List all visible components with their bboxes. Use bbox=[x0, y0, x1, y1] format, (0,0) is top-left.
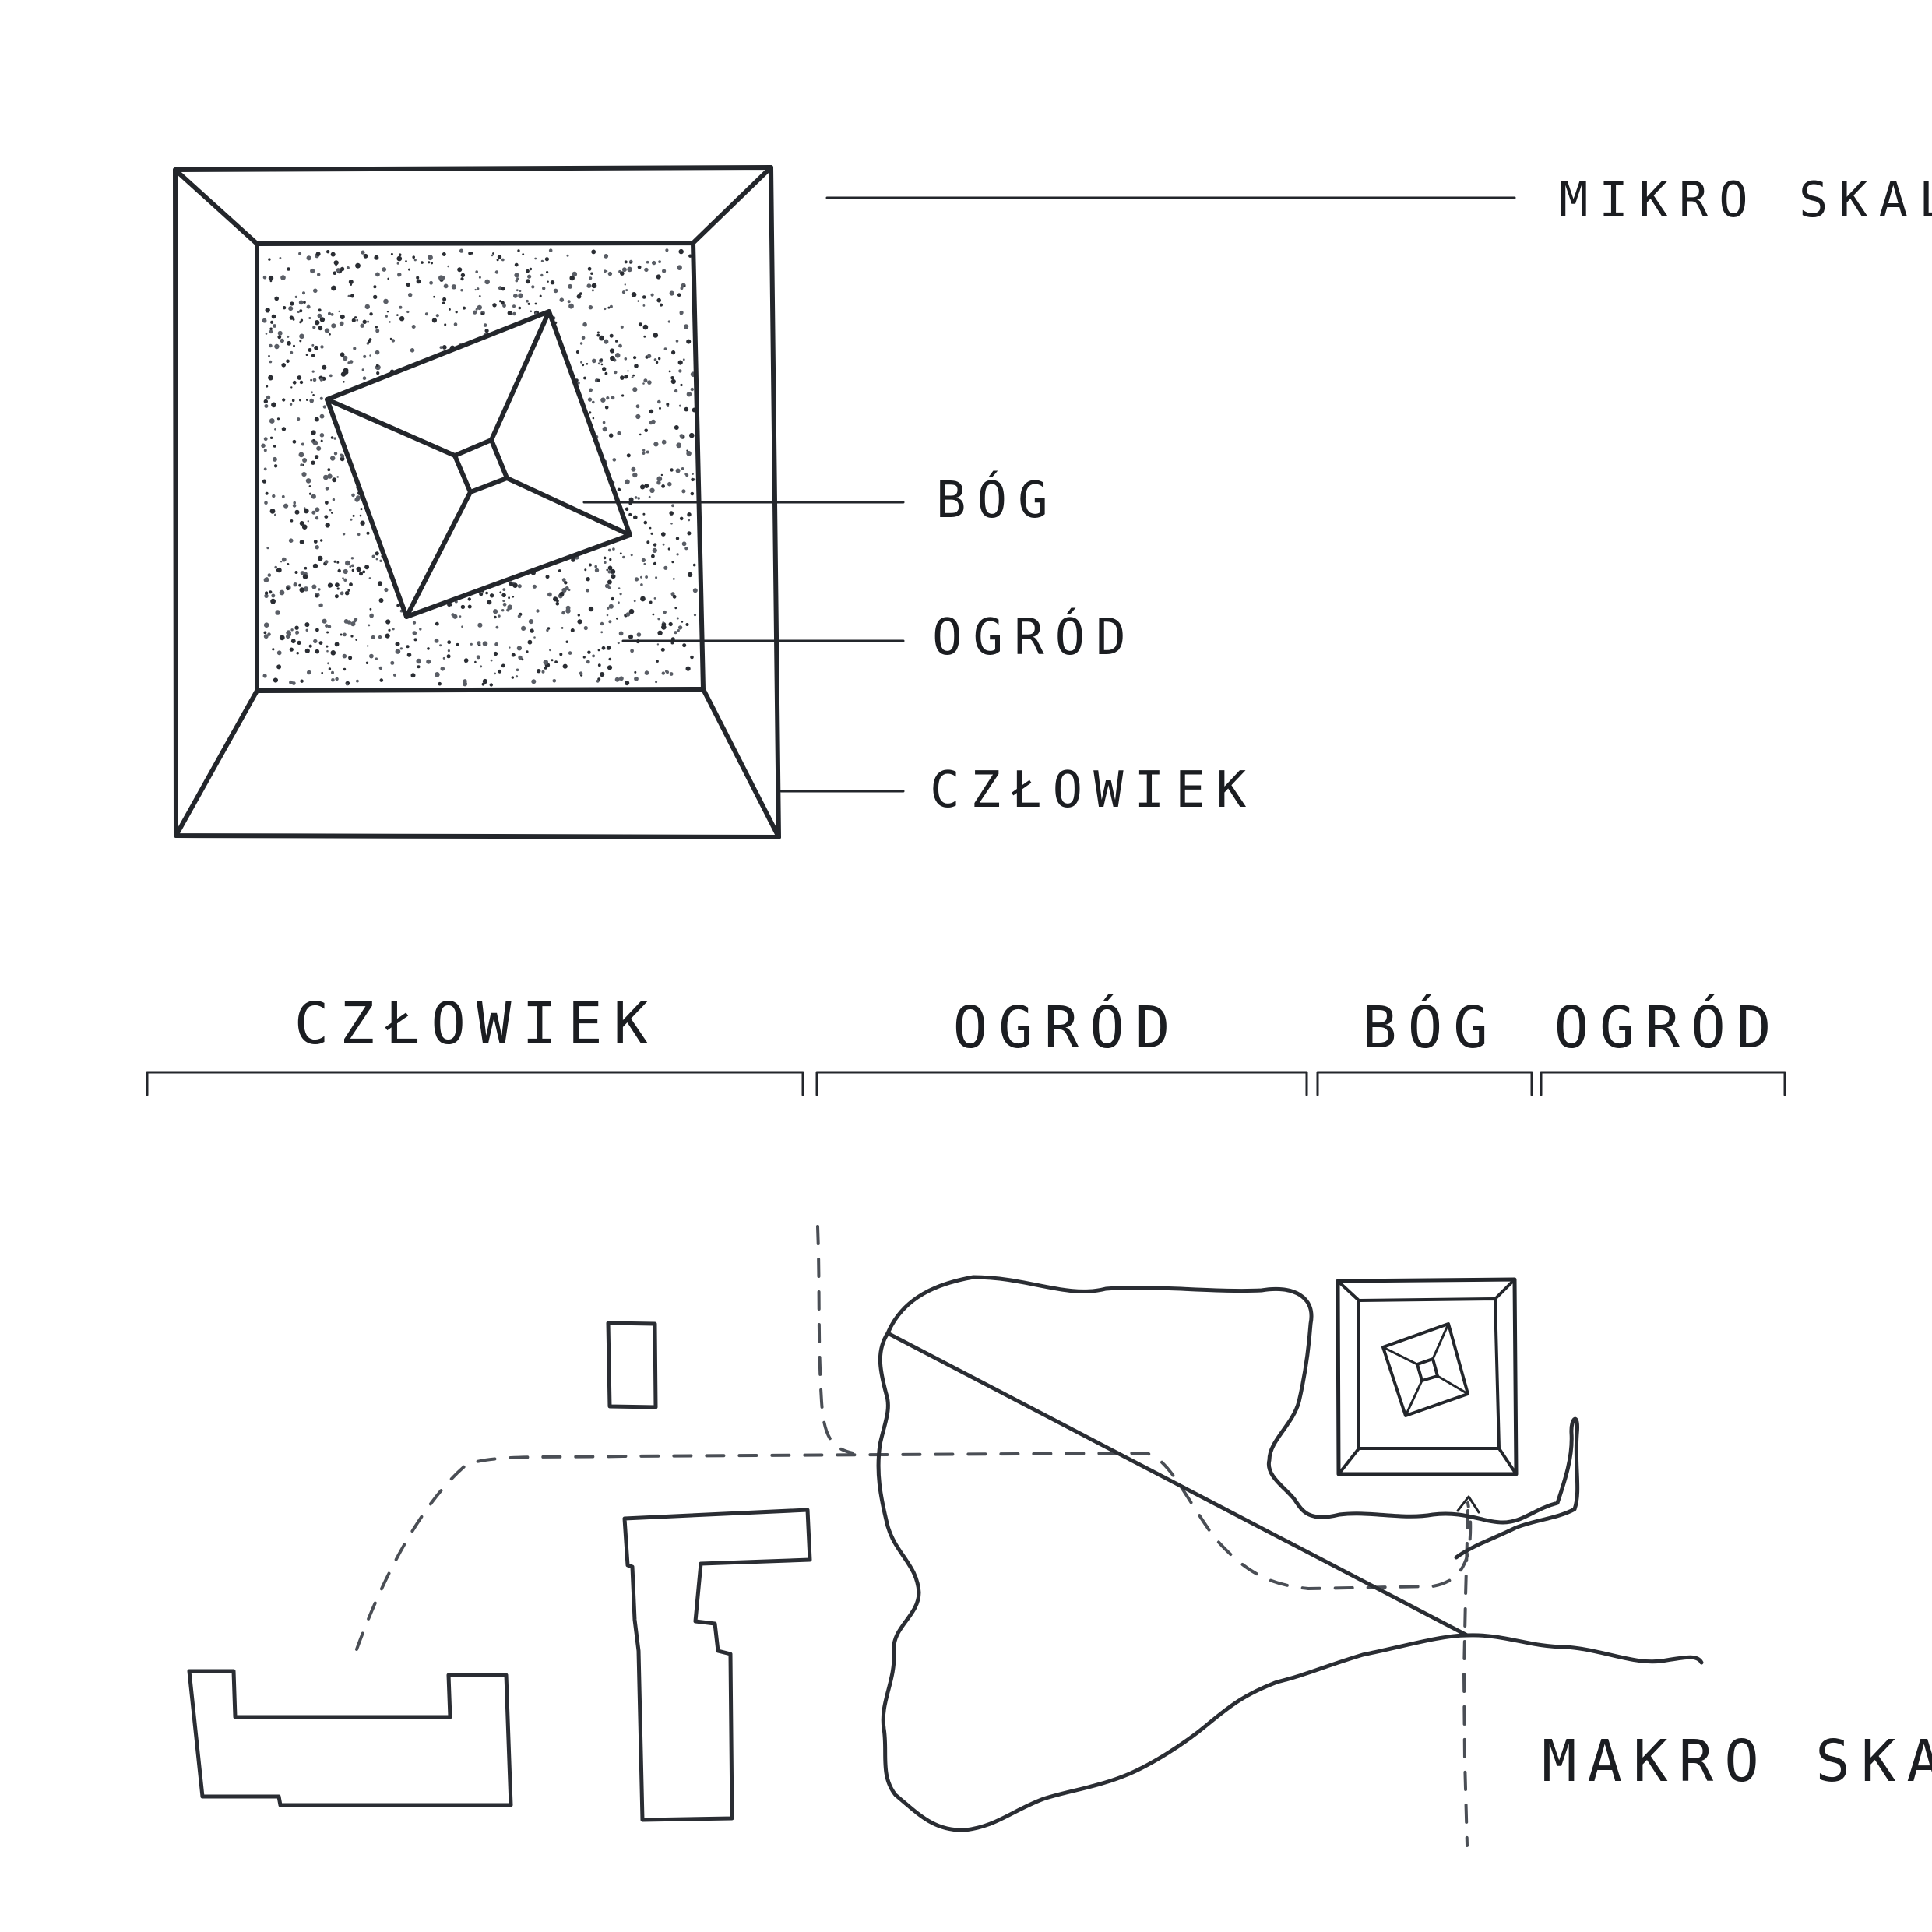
building-small bbox=[606, 1321, 658, 1409]
scale-bar: CZŁOWIEK OGRÓD BÓG OGRÓD bbox=[146, 991, 1786, 1096]
garden-stipple bbox=[261, 248, 698, 687]
arrowhead bbox=[1456, 1495, 1480, 1514]
macro-scale-title: MAKRO SKALA bbox=[1542, 1728, 1932, 1795]
temple-miniature bbox=[1336, 1277, 1519, 1476]
scale-bracket-man bbox=[146, 1071, 804, 1096]
scale-segment-label-garden: OGRÓD bbox=[953, 993, 1181, 1061]
scale-bracket-garden-2 bbox=[1540, 1071, 1786, 1096]
god-pyramid bbox=[325, 309, 632, 619]
man-label: CZŁOWIEK bbox=[930, 762, 1257, 819]
corner-line-tr bbox=[691, 165, 773, 245]
scale-bracket-god bbox=[1316, 1071, 1533, 1096]
dashed-path-main bbox=[355, 1451, 1473, 1651]
corner-line-bl bbox=[174, 688, 259, 838]
scale-bracket-garden bbox=[815, 1071, 1308, 1096]
micro-plan: MIKRO SKALA BÓG OGRÓD CZŁOWIEK bbox=[173, 165, 1932, 839]
garden-label: OGRÓD bbox=[932, 607, 1137, 667]
scale-segment-label-man: CZŁOWIEK bbox=[294, 991, 659, 1057]
micro-scale-title: MIKRO SKALA bbox=[1559, 171, 1932, 228]
garden-outline bbox=[876, 1275, 1704, 1832]
scale-segment-label-god: BÓG bbox=[1362, 993, 1499, 1061]
scale-segment-label-garden-2: OGRÓD bbox=[1554, 993, 1782, 1061]
corner-line-tl bbox=[173, 167, 259, 246]
macro-plan: MAKRO SKALA bbox=[187, 1225, 1932, 1847]
building-l-shape bbox=[622, 1508, 812, 1822]
god-label: BÓG bbox=[936, 470, 1059, 530]
dashed-path-vertical bbox=[816, 1225, 854, 1455]
building-u-shape bbox=[187, 1669, 513, 1807]
corner-line-br bbox=[701, 687, 781, 839]
dashed-path-south bbox=[1462, 1509, 1469, 1847]
